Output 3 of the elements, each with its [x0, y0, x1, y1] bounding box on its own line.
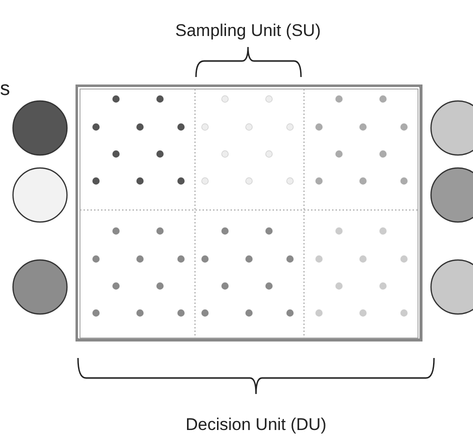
- label: Sampling Unit (SU): [174, 20, 322, 42]
- label: Decision Unit (DU): [184, 414, 328, 436]
- label: s: [0, 77, 10, 102]
